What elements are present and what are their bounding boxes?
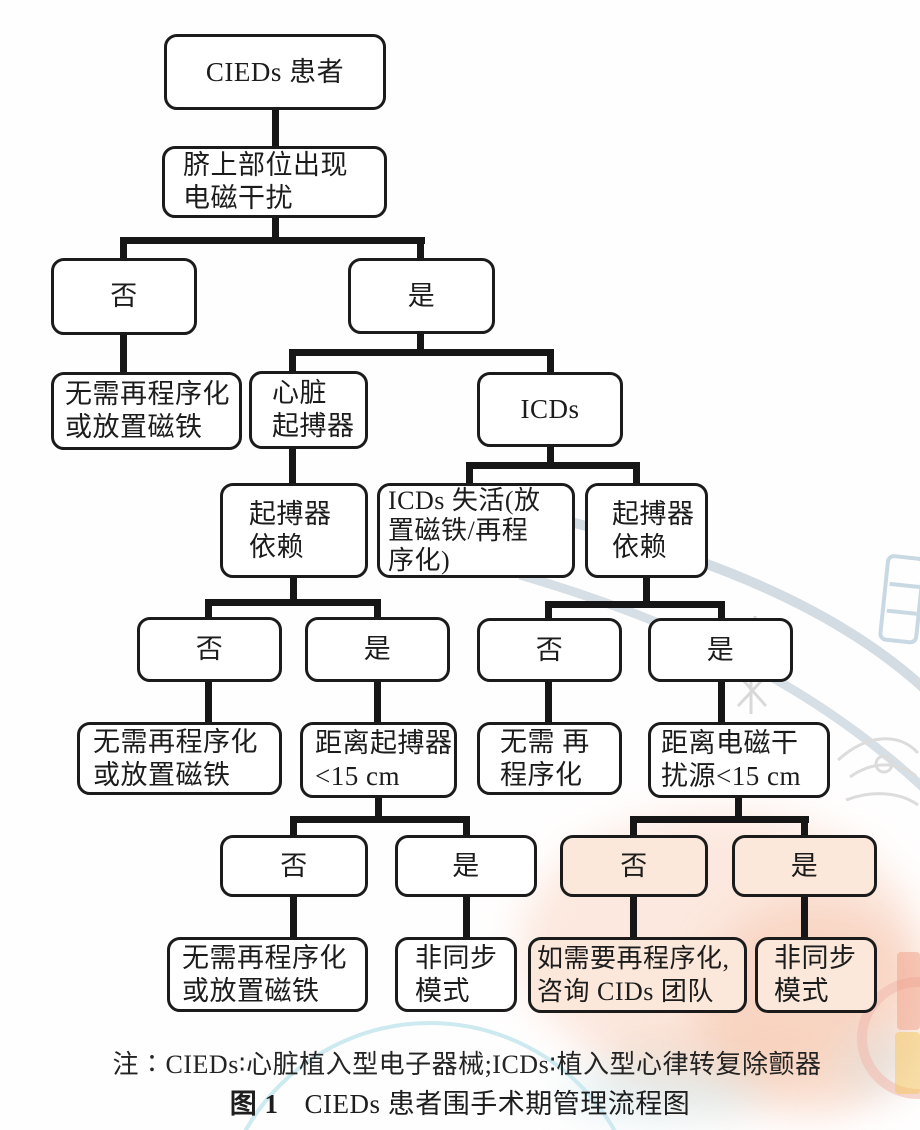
- flow-node-no-reprogram-1: 无需再程序化 或放置磁铁: [51, 372, 242, 450]
- connector-line: [718, 601, 725, 622]
- flow-node-no-1: 否: [51, 258, 197, 335]
- flow-node-pacer-dependent-right: 起搏器 依赖: [585, 483, 708, 578]
- connector-line: [120, 237, 127, 263]
- flow-node-consult-cids-team: 如需要再程序化, 咨询 CIDs 团队: [528, 937, 747, 1013]
- flow-node-yes-1: 是: [348, 258, 495, 334]
- flow-node-yes-3: 是: [648, 618, 793, 682]
- connector-line: [289, 349, 296, 376]
- connector-line: [289, 444, 296, 487]
- figure-label: 图 1: [229, 1089, 279, 1119]
- connector-line: [417, 330, 424, 354]
- connector-line: [205, 599, 212, 621]
- connector-line: [545, 678, 552, 726]
- flow-node-cieds-patient: CIEDs 患者: [164, 34, 386, 110]
- connector-line: [290, 816, 470, 823]
- connector-line: [290, 574, 297, 603]
- flow-node-pacer-dependent-left: 起搏器 依赖: [220, 483, 368, 578]
- connector-line: [466, 462, 473, 487]
- flow-node-distance-pacer: 距离起搏器 <15 cm: [300, 722, 457, 798]
- bird-doodle: [836, 737, 920, 807]
- connector-line: [272, 106, 279, 150]
- connector-line: [547, 349, 554, 376]
- connector-line: [272, 213, 279, 241]
- cyan-wash-blob: [560, 1062, 760, 1122]
- connector-line: [643, 574, 650, 605]
- connector-line: [375, 794, 382, 820]
- connector-line: [801, 893, 808, 941]
- flow-node-no-reprogram-3: 无需 再 程序化: [477, 722, 622, 795]
- connector-line: [374, 599, 381, 621]
- flow-node-no-2: 否: [137, 617, 282, 682]
- connector-line: [545, 601, 552, 622]
- flow-node-yes-2: 是: [305, 617, 450, 682]
- cyan-ring: [243, 1021, 617, 1130]
- figure-note: 注∶CIEDs∶心脏植入型电子器械;ICDs∶植入型心律转复除颤器: [112, 1050, 822, 1079]
- connector-line: [718, 678, 725, 726]
- connector-line: [290, 816, 297, 839]
- connector-line: [205, 599, 381, 606]
- connector-line: [735, 794, 742, 820]
- connector-line: [630, 893, 637, 941]
- yellow-strip: [895, 1032, 920, 1094]
- connector-line: [466, 462, 640, 469]
- connector-line: [463, 893, 470, 941]
- flow-node-yes-4: 是: [395, 835, 537, 897]
- figure-caption: 图 1 CIEDs 患者围手术期管理流程图: [0, 1082, 920, 1121]
- connector-line: [630, 816, 637, 839]
- seal-glyph: [878, 554, 920, 645]
- connector-line: [120, 331, 127, 376]
- connector-line: [545, 601, 725, 608]
- flow-node-no-5: 否: [560, 835, 708, 897]
- connector-line: [417, 237, 424, 263]
- flow-node-distance-emi: 距离电磁干 扰源<15 cm: [648, 722, 830, 798]
- flow-node-yes-5: 是: [732, 835, 877, 897]
- flow-node-emi-above-umbilicus: 脐上部位出现 电磁干扰: [162, 146, 387, 218]
- connector-line: [633, 462, 640, 487]
- connector-line: [290, 893, 297, 941]
- flow-node-icds-deactivated: ICDs 失活(放 置磁铁/再程 序化): [377, 483, 575, 578]
- connector-line: [801, 816, 808, 839]
- flow-node-no-reprogram-2: 无需再程序化 或放置磁铁: [77, 722, 282, 795]
- connector-line: [463, 816, 470, 839]
- flow-node-cardiac-pacemaker: 心脏 起搏器: [249, 371, 368, 449]
- flow-node-no-4: 否: [220, 835, 368, 897]
- connector-line: [120, 237, 425, 244]
- connector-line: [289, 349, 554, 356]
- flow-node-async-mode-2: 非同步 模式: [755, 937, 877, 1013]
- salmon-strip: [897, 952, 920, 1030]
- figure-title: CIEDs 患者围手术期管理流程图: [304, 1089, 691, 1119]
- connector-line: [547, 443, 554, 467]
- flow-node-no-reprogram-4: 无需再程序化 或放置磁铁: [167, 937, 368, 1012]
- connector-line: [630, 816, 809, 823]
- connector-line: [205, 678, 212, 726]
- peach-wash-blob: [600, 1020, 900, 1110]
- flow-node-icds: ICDs: [477, 372, 623, 447]
- flow-node-async-mode-1: 非同步 模式: [395, 937, 517, 1012]
- connector-line: [374, 678, 381, 726]
- flow-node-no-3: 否: [477, 618, 622, 682]
